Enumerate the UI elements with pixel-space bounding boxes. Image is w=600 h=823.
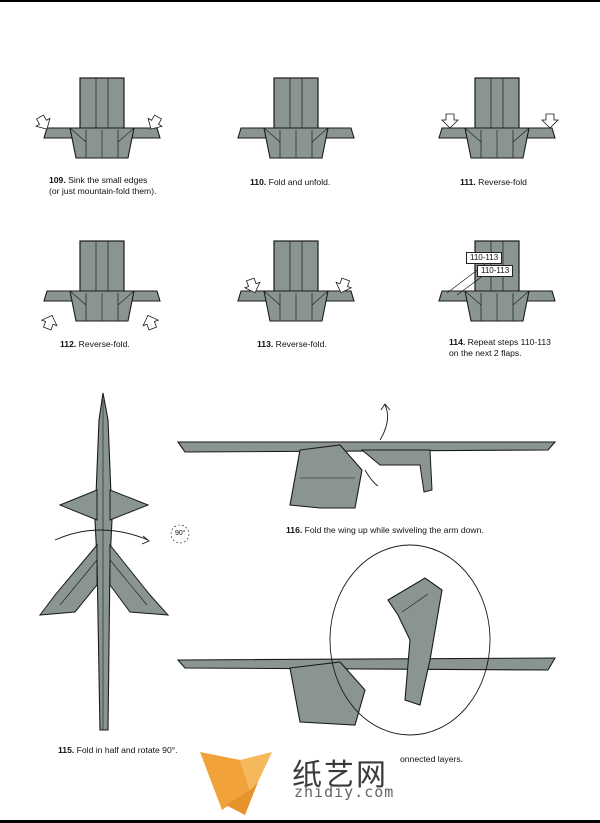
step-117-figure (176, 544, 556, 736)
step-115-figure (38, 392, 190, 731)
step-number: 113. (257, 339, 274, 349)
step-text: Fold the wing up while swiveling the arm… (304, 525, 484, 535)
step-116-figure (176, 403, 557, 509)
caption-step-112: 112. Reverse-fold. (60, 339, 130, 350)
step-110-figure (237, 77, 355, 159)
step-number: 109. (49, 175, 66, 185)
caption-step-114: 114. Repeat steps 110-113 on the next 2 … (449, 337, 551, 359)
step-text: Reverse-fold (478, 177, 527, 187)
step-text: Reverse-fold. (78, 339, 130, 349)
step-112-figure (39, 240, 161, 332)
caption-step-115: 115. Fold in half and rotate 90°. (58, 745, 178, 756)
step-text: Fold in half and rotate 90°. (76, 745, 178, 755)
bottom-border (0, 820, 600, 823)
step-number: 114. (449, 337, 466, 347)
step-text-line2: on the next 2 flaps. (449, 348, 522, 358)
top-border (0, 0, 600, 2)
step-111-figure (438, 77, 559, 159)
caption-step-116: 116. Fold the wing up while swiveling th… (286, 525, 484, 536)
step-text: Repeat steps 110-113 (467, 337, 551, 347)
step-text: Reverse-fold. (275, 339, 327, 349)
caption-step-111: 111. Reverse-fold (460, 177, 527, 188)
caption-step-117-partial: onnected layers. (400, 754, 463, 765)
step-ref-label: 110-113 (477, 265, 514, 277)
watermark-chinese-text: 纸艺网 (292, 758, 388, 793)
step-number: 115. (58, 745, 75, 755)
step-number: 111. (460, 177, 476, 187)
step-text: Fold and unfold. (268, 177, 331, 187)
watermark-bird-logo (200, 752, 272, 815)
caption-step-110: 110. Fold and unfold. (250, 177, 330, 188)
step-number: 110. (250, 177, 267, 187)
step-text: onnected layers. (400, 754, 464, 764)
step-number: 112. (60, 339, 77, 349)
caption-step-109: 109. Sink the small edges (or just mount… (49, 175, 156, 197)
rotation-label: 90° (175, 530, 186, 537)
step-number: 116. (286, 525, 303, 535)
watermark-url-text: zhidiy.com (294, 783, 395, 801)
step-text: Sink the small edges (68, 175, 148, 185)
step-text-line2: (or just mountain-fold them). (49, 186, 157, 196)
step-ref-label: 110-113 (466, 252, 503, 264)
caption-step-113: 113. Reverse-fold. (257, 339, 327, 350)
step-109-figure (32, 77, 166, 159)
step-113-figure (237, 240, 355, 322)
